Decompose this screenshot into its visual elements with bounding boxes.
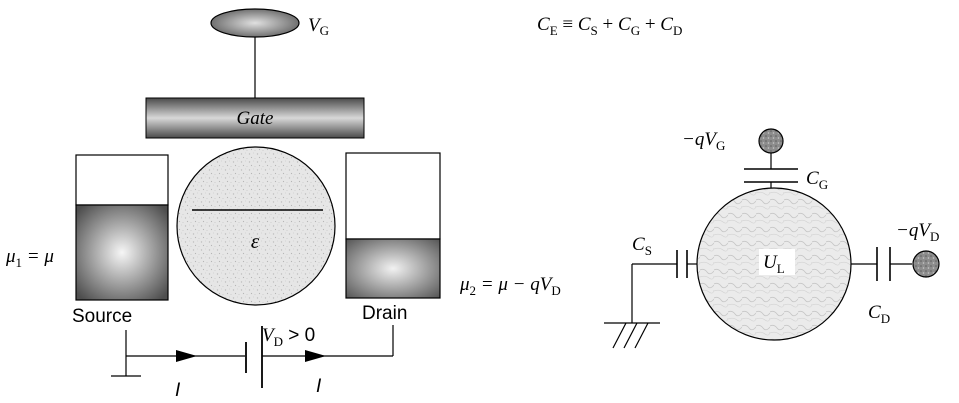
drain-capacitance-label: CD — [868, 302, 890, 326]
gate-potential-node — [758, 128, 784, 154]
source-label: Source — [72, 306, 132, 327]
total-capacitance-equation: CE ≡ CS + CG + CD — [537, 14, 682, 38]
current-label-right: I — [316, 376, 322, 397]
ground-symbol — [604, 264, 660, 349]
source-top-box — [75, 154, 169, 206]
gate-label: Gate — [237, 108, 274, 129]
current-arrow-left — [176, 350, 197, 362]
gate-capacitor — [744, 153, 798, 190]
energy-level-label: ε — [251, 229, 260, 253]
current-label-left: I — [175, 380, 181, 401]
central-node-label-bg — [759, 249, 795, 275]
drain-potential-label: −qVD — [896, 220, 939, 244]
drain-capacitor — [851, 247, 912, 281]
source-capacitor — [632, 250, 697, 278]
gate-bar — [145, 97, 365, 139]
drain-top-box — [345, 152, 441, 240]
gate-capacitance-label: CG — [806, 168, 828, 192]
drain-voltage-label: VD > 0 — [262, 325, 315, 349]
drain-label: Drain — [362, 303, 407, 324]
channel-dot — [176, 146, 336, 306]
gate-potential-label: −qVG — [682, 129, 725, 153]
external-circuit — [111, 325, 394, 388]
mu2-label: μ2 = μ − qVD — [459, 274, 561, 298]
current-arrow-right — [305, 350, 326, 362]
central-node-potential-label: UL — [763, 252, 785, 276]
mu1-label: μ1 = μ — [5, 246, 54, 270]
drain-potential-node — [912, 250, 940, 278]
source-contact — [75, 204, 169, 301]
gate-electrode-oval — [210, 8, 300, 38]
gate-voltage-label: VG — [308, 15, 329, 38]
drain-contact — [345, 238, 441, 299]
source-capacitance-label: CS — [632, 234, 652, 258]
